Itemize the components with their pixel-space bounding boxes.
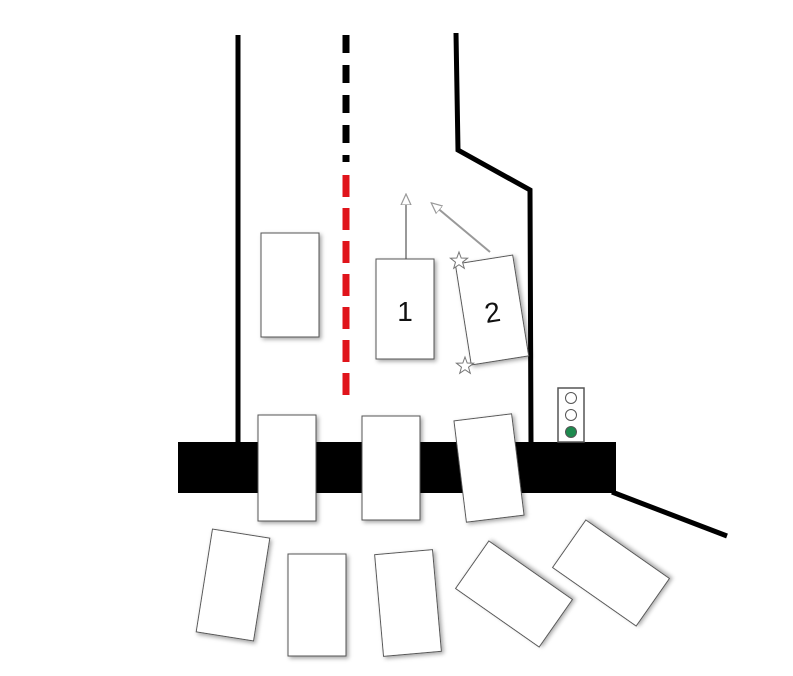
- car-1: 1: [375, 258, 435, 360]
- car-2-impact-marks: [449, 250, 475, 375]
- traffic-light-bottom-lamp: [565, 426, 577, 438]
- queued-car-3: [453, 413, 525, 523]
- arrow-diagonal: [435, 206, 491, 253]
- traffic-light-top-lamp: [565, 392, 577, 404]
- car-2: 2: [454, 254, 530, 366]
- lot-car-1: [195, 528, 271, 642]
- traffic-light: [557, 387, 585, 443]
- car-1-label: 1: [397, 296, 413, 327]
- queued-car-2: [361, 415, 421, 521]
- impact-star-top: [449, 250, 469, 270]
- lot-car-4: [454, 540, 574, 648]
- side-road-edge: [611, 489, 728, 539]
- impact-star-bottom: [455, 355, 475, 375]
- parked-car: [260, 232, 320, 338]
- lot-car-2: [287, 553, 347, 657]
- lot-car-3: [374, 549, 442, 657]
- queued-car-1: [257, 414, 317, 522]
- road-right-edge: [453, 32, 534, 446]
- car-2-label: 2: [482, 296, 502, 329]
- lot-car-5: [551, 519, 671, 627]
- traffic-light-middle-lamp: [565, 409, 577, 421]
